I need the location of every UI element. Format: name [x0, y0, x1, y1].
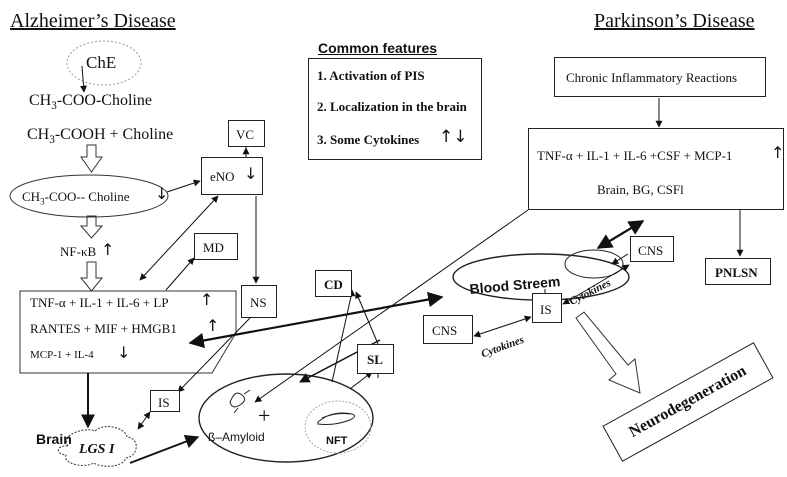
choline-oval-label: CH3-COO-- Choline — [22, 189, 130, 207]
chronic-box: Chronic Inflammatory Reactions — [554, 57, 766, 97]
common-item-2: 2. Localization in the brain — [317, 99, 467, 114]
cns-left-label: CNS — [432, 323, 458, 338]
common-item-1: 1. Activation of PIS — [317, 68, 425, 83]
plus-sign: + — [258, 403, 271, 428]
che-oval — [66, 40, 142, 86]
cns-left-box: CNS — [423, 315, 473, 344]
amyloid-label: ß–Amyloid — [208, 430, 265, 444]
alz-cytokine-line-3: MCP-1 + IL-4 — [30, 349, 94, 361]
park-cytokine-line-2: Brain, BG, CSFl — [597, 182, 684, 197]
lgs-label: LGS I — [79, 442, 115, 457]
is-left-label: IS — [158, 395, 170, 410]
parkinsons-title: Parkinson’s Disease — [594, 10, 755, 32]
brain-label: Brain — [36, 431, 72, 447]
neuro-box — [602, 342, 774, 462]
alz-cytokine-line-2: RANTES + MIF + HMGB1 — [30, 321, 177, 336]
pnlsn-label: PNLSN — [715, 265, 758, 280]
chronic-label: Chronic Inflammatory Reactions — [566, 70, 738, 85]
nfkb-label: NF-κB — [60, 244, 97, 259]
sl-label: SL — [367, 352, 383, 367]
up-arrow-cyt-2: ↑ — [206, 316, 220, 335]
down-arrow-eno: ↓ — [244, 164, 258, 183]
park-cytokine-line-1: TNF-α + IL-1 + IL-6 +CSF + MCP-1 — [537, 148, 733, 163]
cns-top-box: CNS — [630, 236, 674, 262]
lgs-cloud — [57, 426, 137, 467]
common-item-3: 3. Some Cytokines — [317, 132, 420, 147]
pnlsn-box: PNLSN — [705, 258, 771, 285]
md-box: MD — [194, 233, 238, 260]
is-left-box: IS — [150, 390, 180, 412]
park-cytokine-box: TNF-α + IL-1 + IL-6 +CSF + MCP-1 ↑ Brain… — [528, 128, 784, 210]
up-arrow-park: ↑ — [771, 143, 785, 162]
down-arrow-oval: ↓ — [155, 184, 169, 203]
alzheimers-title: Alzheimer’s Disease — [10, 10, 176, 32]
ns-label: NS — [250, 295, 267, 310]
is-mid-box: IS — [532, 293, 562, 323]
amyloid-glyph — [229, 389, 251, 414]
up-arrow-nfkb: ↑ — [101, 240, 115, 259]
down-arrow-cyt-3: ↓ — [117, 343, 131, 362]
eno-label: eNO — [210, 169, 235, 184]
cns-top-label: CNS — [638, 243, 664, 258]
sl-box: SL — [357, 344, 394, 374]
amyloid-ellipse — [198, 373, 374, 463]
che-label: ChE — [86, 53, 117, 72]
alz-cytokine-box — [19, 290, 237, 374]
cd-box: CD — [315, 270, 352, 297]
hydrolysis-label: CH3-COOH + Choline — [27, 126, 174, 147]
is-mid-label: IS — [540, 302, 552, 317]
md-label: MD — [203, 240, 224, 255]
eno-box: eNO ↓ — [201, 157, 263, 195]
vc-box: VC — [228, 120, 265, 147]
acetylcholine-label: CH3-COO-Choline — [29, 92, 152, 113]
hollow-arrow-1 — [80, 144, 103, 173]
up-arrow-cyt-1: ↑ — [200, 290, 214, 309]
updown-arrows: ↑↓ — [439, 127, 468, 147]
nft-ellipse — [304, 400, 372, 454]
hollow-arrow-2 — [79, 215, 104, 239]
vc-label: VC — [236, 127, 255, 142]
common-features-box: 1. Activation of PIS 2. Localization in … — [308, 58, 482, 160]
nft-label: NFT — [326, 435, 348, 447]
cd-label: CD — [324, 277, 343, 292]
hollow-arrow-3 — [79, 261, 104, 292]
common-features-title: Common features — [318, 40, 438, 56]
alz-cytokine-line-1: TNF-α + IL-1 + IL-6 + LP — [30, 295, 169, 310]
nft-glyph — [317, 412, 356, 425]
neuro-hollow-arrow — [575, 311, 641, 394]
ns-box: NS — [241, 285, 277, 318]
